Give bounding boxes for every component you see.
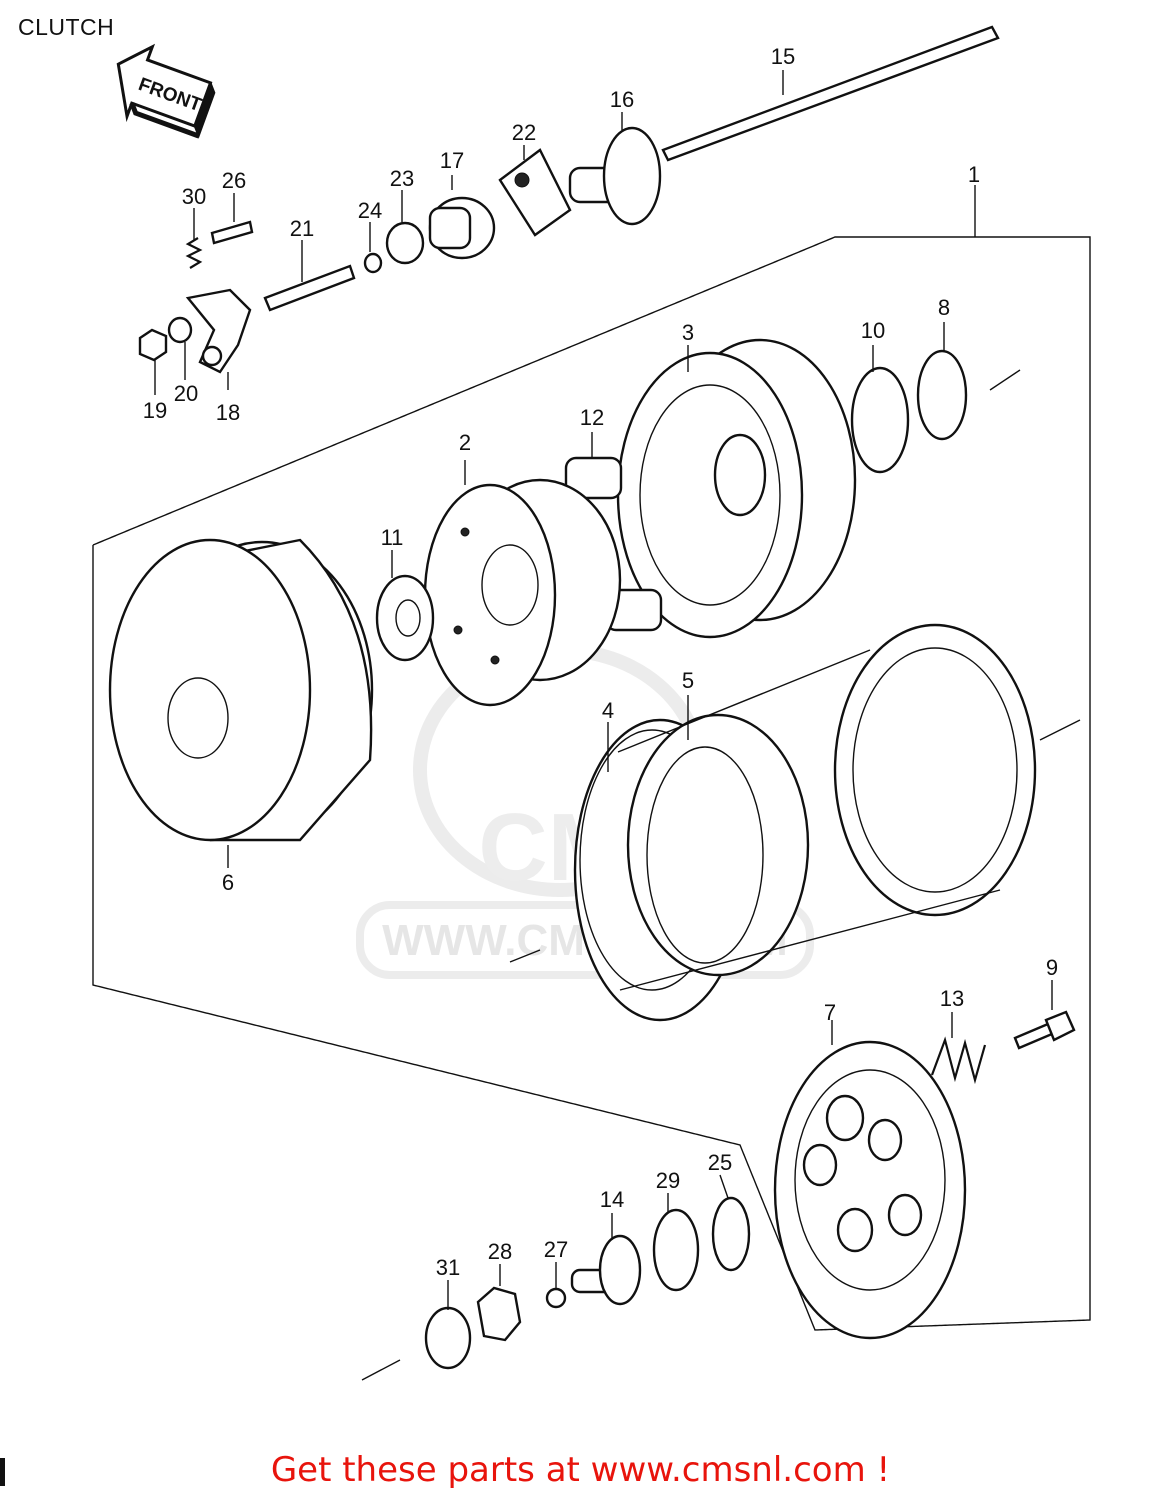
callout-8: 8 <box>938 295 950 320</box>
callout-23: 23 <box>390 166 414 191</box>
callout-28: 28 <box>488 1239 512 1264</box>
part-27-ball <box>545 1287 567 1309</box>
direction-arrows <box>361 369 1081 1381</box>
part-23-bearing <box>385 221 425 265</box>
part-7-pressure-plate <box>773 1040 967 1340</box>
callout-25: 25 <box>708 1150 732 1175</box>
callout-10: 10 <box>861 318 885 343</box>
callout-17: 17 <box>440 148 464 173</box>
part-18-release-lever <box>185 288 252 374</box>
callout-13: 13 <box>940 986 964 1011</box>
callout-24: 24 <box>358 198 382 223</box>
callout-9: 9 <box>1046 955 1058 980</box>
part-15-pushrod <box>661 25 1000 162</box>
part-22-plate <box>498 148 572 237</box>
callout-12: 12 <box>580 405 604 430</box>
leader-lines <box>154 70 1053 1310</box>
part-6-clutch-hub <box>108 538 374 842</box>
callout-20: 20 <box>174 381 198 406</box>
part-19-nut <box>138 328 168 362</box>
assembly-boundary <box>92 236 1091 1331</box>
part-31-washer <box>424 1306 472 1370</box>
callout-4: 4 <box>602 698 614 723</box>
callout-26: 26 <box>222 168 246 193</box>
part-10-ring <box>850 366 910 474</box>
callout-11: 11 <box>381 525 404 550</box>
part-11-spacer <box>375 574 435 662</box>
part-14-pushrod-holder <box>570 1234 642 1306</box>
part-5-steel-plate <box>626 713 810 977</box>
part-17-release-cam <box>428 196 496 260</box>
front-arrow-icon: FRONT <box>116 43 216 139</box>
callout-31: 31 <box>436 1255 460 1280</box>
part-16-pushrod-cap <box>568 126 662 226</box>
part-20-washer <box>167 316 193 344</box>
part-12-damper <box>564 456 623 500</box>
callout-3: 3 <box>682 320 694 345</box>
callout-1: 1 <box>968 162 980 187</box>
part-21-screw <box>263 264 356 312</box>
callout-16: 16 <box>610 87 634 112</box>
part-25-circlip <box>711 1196 751 1272</box>
callout-22: 22 <box>512 120 536 145</box>
part-8-circlip <box>916 349 968 441</box>
callout-2: 2 <box>459 430 471 455</box>
diagram-title: CLUTCH <box>18 14 115 40</box>
callout-29: 29 <box>656 1168 680 1193</box>
callout-30: 30 <box>182 184 206 209</box>
part-24-washer <box>363 252 383 274</box>
callout-6: 6 <box>222 870 234 895</box>
part-9-bolt <box>1013 1010 1076 1050</box>
callout-14: 14 <box>600 1187 624 1212</box>
callout-19: 19 <box>143 398 167 423</box>
callout-7: 7 <box>824 1000 836 1025</box>
callout-5: 5 <box>682 668 694 693</box>
callout-labels: 1 2 3 4 5 6 7 8 9 10 11 12 13 14 15 16 1… <box>143 44 1058 1280</box>
left-edge-mark <box>0 1458 5 1486</box>
part-3-clutch-housing <box>616 338 857 639</box>
part-13-spring <box>930 1036 987 1085</box>
part-28-nut <box>476 1286 522 1342</box>
part-26-pin <box>210 220 254 245</box>
friction-plate-far <box>833 623 1037 917</box>
callout-21: 21 <box>290 216 314 241</box>
callout-27: 27 <box>544 1237 568 1262</box>
part-30-spring <box>185 237 203 269</box>
part-2-gear-sleeve <box>423 478 622 707</box>
promo-link[interactable]: Get these parts at www.cmsnl.com ! <box>270 1450 891 1490</box>
callout-15: 15 <box>771 44 795 69</box>
callout-18: 18 <box>216 400 240 425</box>
part-29-washer <box>652 1208 700 1292</box>
